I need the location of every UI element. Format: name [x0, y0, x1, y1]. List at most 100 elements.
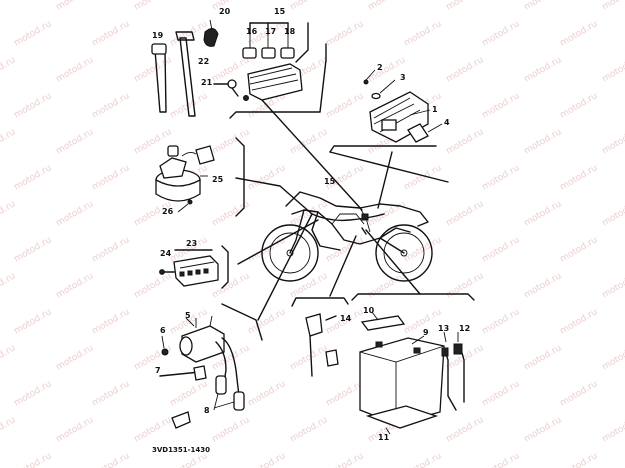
- flasher-relay-group: [159, 245, 229, 289]
- main-switch: [155, 178, 201, 202]
- watermark-text: motod.ru: [559, 451, 600, 468]
- watermark-text: motod.ru: [523, 127, 564, 156]
- watermark-text: motod.ru: [0, 0, 17, 13]
- callout-24: 24: [160, 249, 172, 258]
- callout-10: 10: [363, 306, 375, 315]
- watermark-text: motod.ru: [211, 0, 252, 13]
- watermark-text: motod.ru: [13, 307, 54, 336]
- watermark-text: motod.ru: [559, 307, 600, 336]
- watermark-text: motod.ru: [91, 451, 132, 468]
- callout-11: 11: [378, 433, 390, 442]
- watermark-text: motod.ru: [445, 271, 486, 300]
- watermark-text: motod.ru: [211, 127, 252, 156]
- fuse-holder: [305, 313, 323, 337]
- watermark-text: motod.ru: [211, 415, 252, 444]
- watermark-text: motod.ru: [133, 127, 174, 156]
- watermark-text: motod.ru: [247, 451, 288, 468]
- callout-14: 14: [340, 314, 352, 323]
- watermark-text: motod.ru: [133, 271, 174, 300]
- cable-straps: [151, 19, 219, 117]
- watermark-text: motod.ru: [601, 55, 625, 84]
- watermark-text: motod.ru: [559, 19, 600, 48]
- watermark-text: motod.ru: [13, 163, 54, 192]
- callout-19: 19: [152, 31, 164, 40]
- watermark-text: motod.ru: [601, 199, 625, 228]
- watermark-text: motod.ru: [367, 199, 408, 228]
- watermark-text: motod.ru: [169, 19, 210, 48]
- watermark-text: motod.ru: [0, 127, 17, 156]
- watermark-text: motod.ru: [445, 343, 486, 372]
- callout-26: 26: [162, 207, 174, 216]
- watermark-text: motod.ru: [55, 55, 96, 84]
- watermark-text: motod.ru: [247, 307, 288, 336]
- watermark-text: motod.ru: [13, 91, 54, 120]
- watermark-text: motod.ru: [55, 343, 96, 372]
- watermark-text: motod.ru: [133, 343, 174, 372]
- watermark-text: motod.ru: [55, 0, 96, 13]
- callout-2: 2: [377, 63, 383, 72]
- callout-1: 1: [432, 105, 438, 114]
- watermark-text: motod.ru: [133, 415, 174, 444]
- callout-9: 9: [423, 328, 429, 337]
- watermark-text: motod.ru: [523, 343, 564, 372]
- callout-12: 12: [459, 324, 470, 333]
- watermark-text: motod.ru: [0, 343, 17, 372]
- callout-18: 18: [284, 27, 296, 36]
- watermark-text: motod.ru: [55, 271, 96, 300]
- watermark-text: motod.ru: [0, 199, 17, 228]
- callout-15-harness: 15: [324, 177, 336, 186]
- watermark-text: motod.ru: [211, 199, 252, 228]
- watermark-text: motod.ru: [91, 379, 132, 408]
- watermark-text: motod.ru: [367, 0, 408, 13]
- watermark-text: motod.ru: [325, 91, 366, 120]
- watermark-text: motod.ru: [559, 235, 600, 264]
- callout-17: 17: [265, 27, 276, 36]
- ignition-coil-group: [159, 303, 263, 429]
- watermark-text: motod.ru: [559, 163, 600, 192]
- watermark-text: motod.ru: [445, 127, 486, 156]
- watermark-text: motod.ru: [403, 163, 444, 192]
- watermark-text: motod.ru: [481, 91, 522, 120]
- watermark-text: motod.ru: [13, 235, 54, 264]
- callout-21: 21: [201, 78, 213, 87]
- callout-25: 25: [212, 175, 224, 184]
- relay-box: [247, 63, 303, 101]
- watermark-text: motod.ru: [247, 163, 288, 192]
- watermark-text: motod.ru: [91, 307, 132, 336]
- ignitor-group: [329, 69, 449, 183]
- watermark-text: motod.ru: [55, 127, 96, 156]
- watermark-text: motod.ru: [445, 415, 486, 444]
- diagram-code: 3VD1351-1430: [152, 446, 210, 454]
- watermark-text: motod.ru: [481, 19, 522, 48]
- fuse-group: [291, 297, 349, 377]
- watermark-text: motod.ru: [445, 55, 486, 84]
- callout-6: 6: [160, 326, 166, 335]
- motorcycle-outline: [261, 191, 433, 282]
- watermark-text: motod.ru: [13, 379, 54, 408]
- callout-15: 15: [274, 7, 286, 16]
- relay-17: [261, 47, 276, 59]
- watermark-text: motod.ru: [445, 0, 486, 13]
- watermark-text: motod.ru: [523, 0, 564, 13]
- watermark-text: motod.ru: [289, 415, 330, 444]
- watermark-text: motod.ru: [559, 91, 600, 120]
- callout-23: 23: [186, 239, 197, 248]
- callout-5: 5: [185, 311, 191, 320]
- plug-cap: [233, 391, 245, 411]
- watermark-text: motod.ru: [0, 55, 17, 84]
- callout-8: 8: [204, 406, 210, 415]
- main-switch-group: [155, 137, 245, 217]
- watermark-text: motod.ru: [133, 0, 174, 13]
- relay-16: [242, 47, 257, 59]
- watermark-text: motod.ru: [325, 379, 366, 408]
- watermark-text: motod.ru: [523, 199, 564, 228]
- callout-22: 22: [198, 57, 209, 66]
- watermark-text: motod.ru: [13, 451, 54, 468]
- watermark-text: motod.ru: [13, 19, 54, 48]
- watermark-text: motod.ru: [0, 415, 17, 444]
- watermark-text: motod.ru: [403, 451, 444, 468]
- battery-group: [351, 293, 475, 435]
